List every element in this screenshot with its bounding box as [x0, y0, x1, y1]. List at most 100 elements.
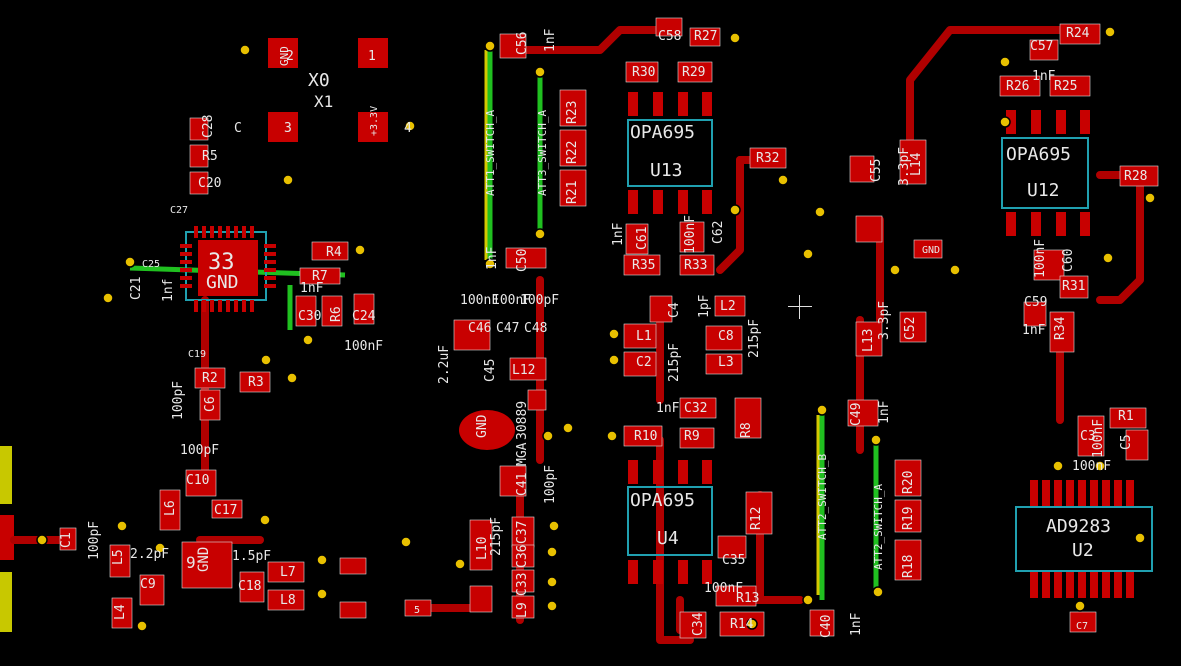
- ref-label: C52: [903, 316, 918, 340]
- value-label: 100pF: [543, 464, 558, 504]
- ref-label: R33: [684, 258, 708, 273]
- ref-label: C20: [198, 176, 222, 191]
- ref-label: R23: [565, 100, 580, 124]
- ref-label: C21: [129, 276, 144, 300]
- value-label: 1nF: [1022, 323, 1046, 338]
- ic-outlines: [185, 119, 1153, 572]
- opamp-pins: [628, 92, 1090, 584]
- ref-label: R9: [684, 429, 700, 444]
- ref-label: C17: [214, 503, 238, 518]
- ref-label: R2: [202, 371, 218, 386]
- ref-label: C50: [515, 248, 530, 272]
- u4-ref-label: U4: [657, 528, 679, 549]
- ref-label: L5: [111, 549, 126, 565]
- ref-label: L8: [280, 593, 296, 608]
- ref-label: C47: [496, 321, 520, 336]
- ref-label: C41: [515, 472, 530, 496]
- ref-label: L3: [718, 355, 734, 370]
- net-label: ATT2_SWITCH_A: [872, 483, 885, 570]
- ref-label: C19: [188, 349, 207, 360]
- ref-label: C28: [201, 114, 216, 138]
- value-label: 100nF: [1072, 459, 1112, 474]
- ref-label: L9: [515, 602, 530, 618]
- value-label: 1nF: [877, 400, 892, 424]
- ref-label: R18: [901, 554, 916, 578]
- u12-ref-label: U12: [1027, 180, 1060, 201]
- highlighted-net-yellow: [484, 50, 820, 595]
- ref-label: C33: [515, 572, 530, 596]
- u2-part-label: AD9283: [1046, 516, 1112, 537]
- value-label: 1nF: [849, 612, 864, 636]
- ref-label: C6: [203, 396, 218, 412]
- value-label: 1nF: [485, 246, 500, 270]
- ref-label: L10: [475, 536, 490, 560]
- u1-pad: [198, 240, 258, 296]
- pad-net-label: +3.3V: [369, 105, 380, 136]
- pad-net-label: GND: [922, 245, 941, 256]
- pad-number: 5: [414, 605, 421, 616]
- value-label: 100nF: [1033, 238, 1048, 278]
- pad-net-label: GND: [475, 414, 490, 438]
- value-label: 100pF: [171, 380, 186, 420]
- ref-label: R14: [730, 617, 754, 632]
- value-label: 100pF: [180, 443, 220, 458]
- value-label: 2.2uF: [437, 344, 452, 384]
- x1-sub-label: X1: [314, 92, 334, 111]
- ref-label: C58: [658, 29, 682, 44]
- ref-label: L14: [909, 152, 924, 176]
- ref-label: R6: [329, 306, 344, 322]
- ref-label: L1: [636, 329, 652, 344]
- ref-label: R30: [632, 65, 656, 80]
- ref-label: R34: [1053, 316, 1068, 340]
- ref-label: C27: [170, 205, 189, 216]
- edge-connector-pad: [0, 515, 14, 560]
- net-label: ATT2_SWITCH_B: [816, 453, 829, 540]
- u13-ref-label: U13: [650, 160, 683, 181]
- pad-number: 1: [368, 49, 376, 64]
- ref-label: R31: [1062, 279, 1086, 294]
- vias: [36, 26, 1156, 632]
- ref-label: R25: [1054, 79, 1078, 94]
- value-label: 100nF: [704, 581, 744, 596]
- u1-gnd-label: GND: [206, 272, 239, 293]
- ref-label: C62: [711, 220, 726, 244]
- ref-label: C57: [1030, 39, 1054, 54]
- value-label: 1nF: [656, 401, 680, 416]
- value-label: 1nF: [300, 281, 324, 296]
- ref-label: C37: [515, 520, 530, 544]
- ref-label: R5: [202, 149, 218, 164]
- net-label: ATT1_SWITCH_A: [484, 109, 497, 196]
- ref-label: R12: [749, 506, 764, 530]
- ref-label: C59: [1024, 295, 1048, 310]
- value-label: 1nF: [611, 222, 626, 246]
- value-label: 1nF: [543, 28, 558, 52]
- ref-label: R1: [1118, 409, 1134, 424]
- ref-label: R29: [682, 65, 706, 80]
- value-label: 100nF: [492, 293, 532, 308]
- ref-label: C32: [684, 401, 708, 416]
- u1-sub-label: 33: [208, 250, 235, 275]
- ref-label: C9: [140, 577, 156, 592]
- value-label: 1.5pF: [232, 549, 272, 564]
- ref-label: C45: [483, 358, 498, 382]
- ref-label: C1: [59, 532, 74, 548]
- ref-label: C56: [515, 31, 530, 55]
- ref-label: R22: [565, 140, 580, 164]
- ref-label: L12: [512, 363, 536, 378]
- ref-label: R32: [756, 151, 780, 166]
- ref-label: C8: [718, 329, 734, 344]
- value-label: 2.2pF: [130, 547, 170, 562]
- ref-label: C48: [524, 321, 548, 336]
- edge-connector-pad: [0, 572, 12, 632]
- ref-label: C36: [515, 544, 530, 568]
- ref-label: C24: [352, 309, 376, 324]
- value-label: 100nF: [344, 339, 384, 354]
- pad-number: 3: [284, 121, 292, 136]
- ref-label: R24: [1066, 26, 1090, 41]
- ref-label: R8: [739, 422, 754, 438]
- ref-label: R7: [312, 269, 328, 284]
- ref-label: R19: [901, 506, 916, 530]
- value-label: 100nF: [683, 214, 698, 254]
